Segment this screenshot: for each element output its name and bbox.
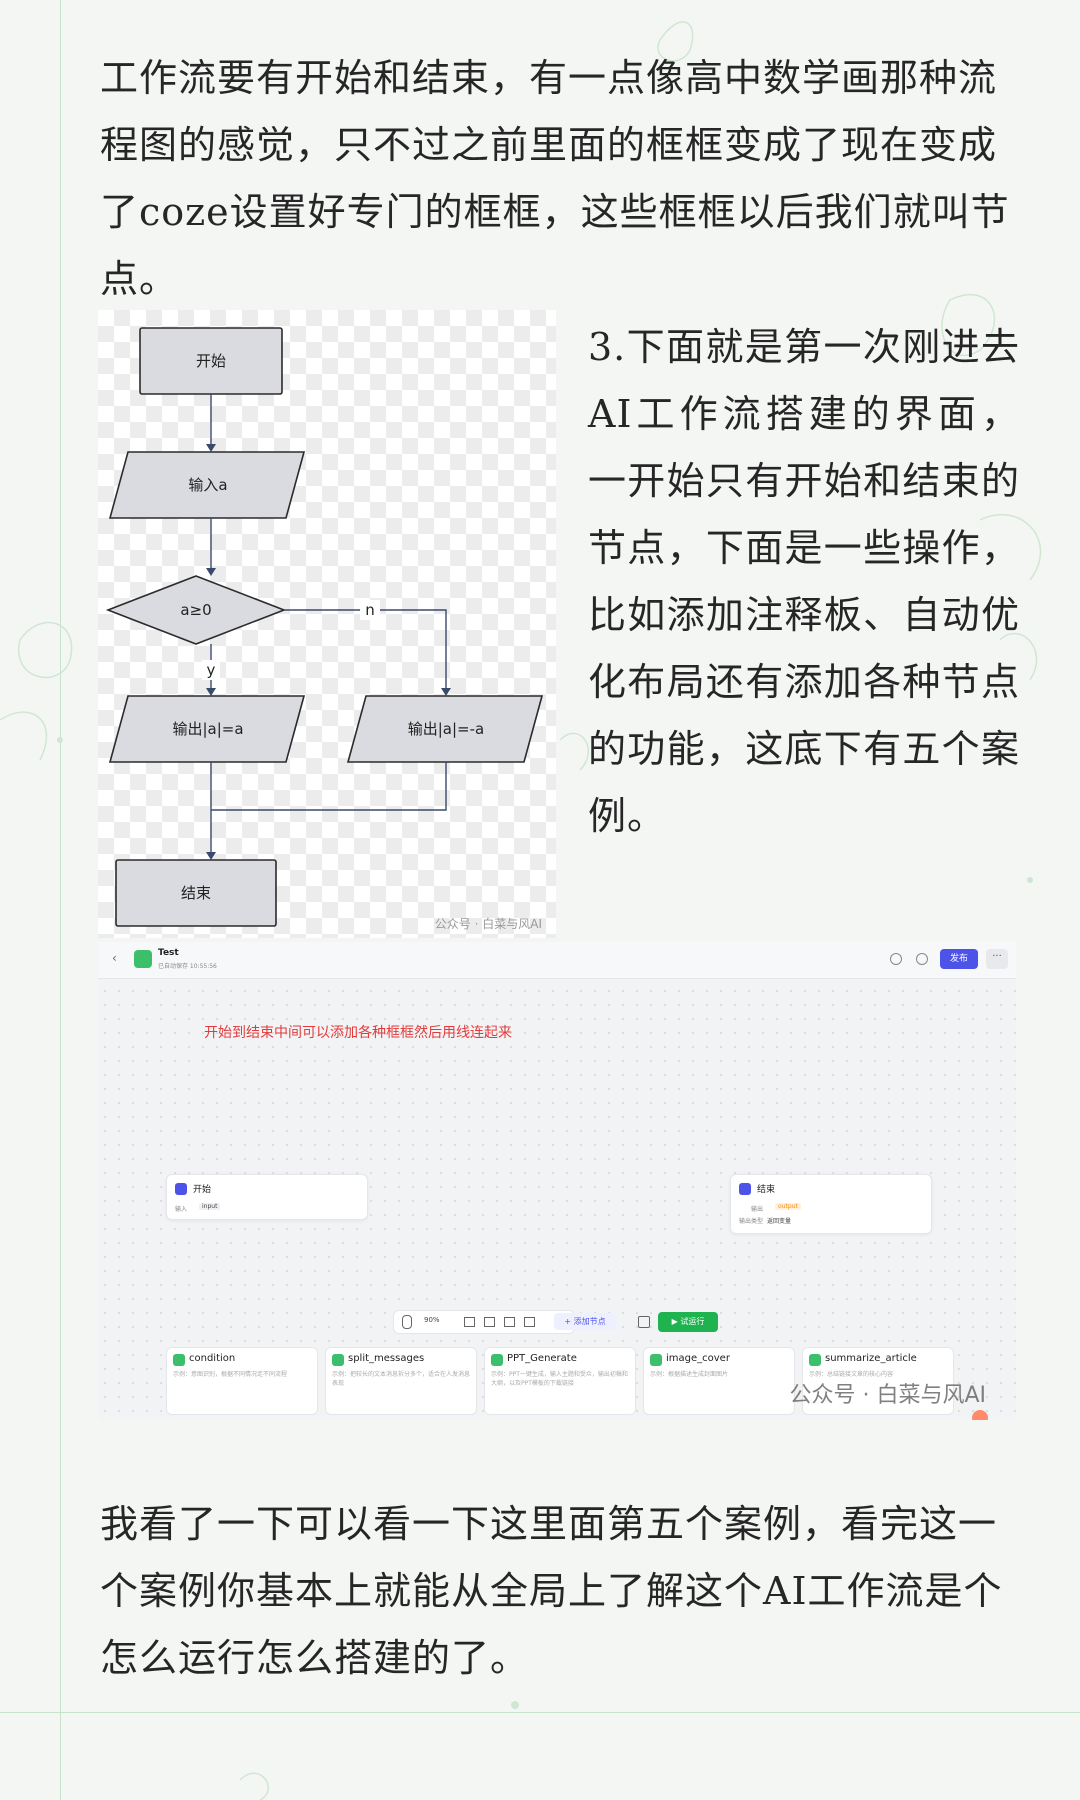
flowchart-output-pos-label: 输出|a|=a xyxy=(172,720,243,738)
paragraph-intro: 工作流要有开始和结束，有一点像高中数学画那种流程图的感觉，只不过之前里面的框框变… xyxy=(100,56,1010,301)
case-icon xyxy=(650,1354,662,1366)
flowchart-end-label: 结束 xyxy=(181,884,211,902)
flowchart-image: 开始 输入a a≥0 n y 输出|a|=a 输出|a|=-a 结束 公众号 ·… xyxy=(98,310,556,938)
start-node-input-label: 输入 xyxy=(175,1206,188,1213)
flowchart-condition-label: a≥0 xyxy=(180,601,211,619)
copy-icon[interactable] xyxy=(890,953,902,965)
case-card-condition[interactable]: condition 示例：意图识别，根据不同情况走不同流程 xyxy=(166,1347,318,1415)
case-desc: 示例：把较长的文本消息拆分多个，适合在人发消息表现 xyxy=(332,1371,470,1387)
case-title: PPT_Generate xyxy=(507,1353,577,1364)
flowchart-arrow xyxy=(211,762,447,811)
case-title: condition xyxy=(189,1353,236,1364)
paragraph-conclusion: 我看了一下可以看一下这里面第五个案例，看完这一个案例你基本上就能从全局上了解这个… xyxy=(100,1502,1003,1680)
flowchart-output-neg-label: 输出|a|=-a xyxy=(408,720,484,738)
more-button[interactable]: ··· xyxy=(986,949,1008,969)
end-node-type-value: 返回变量 xyxy=(767,1218,792,1225)
start-node[interactable]: 开始 输入 input xyxy=(166,1174,368,1220)
case-card-ppt-generate[interactable]: PPT_Generate 示例：PPT一键生成，输入主题和受众，输出初稿和大纲，… xyxy=(484,1347,636,1415)
flowchart-watermark: 公众号 · 白菜与风AI xyxy=(434,917,542,931)
end-node-title: 结束 xyxy=(757,1185,776,1195)
layout-icon[interactable] xyxy=(484,1317,495,1327)
end-node-type-label: 输出类型 xyxy=(739,1218,764,1225)
case-desc: 示例：根据描述生成封面图片 xyxy=(650,1371,729,1378)
decorative-horizontal-line xyxy=(0,1712,1080,1713)
start-node-input-value: input xyxy=(199,1203,221,1210)
end-node-icon xyxy=(739,1183,751,1195)
comment-icon[interactable] xyxy=(464,1317,475,1327)
case-card-image-cover[interactable]: image_cover 示例：根据描述生成封面图片 xyxy=(643,1347,795,1415)
canvas-annotation: 开始到结束中间可以添加各种框框然后用线连起来 xyxy=(204,1025,512,1041)
case-desc: 示例：意图识别，根据不同情况走不同流程 xyxy=(173,1371,288,1378)
start-node-icon xyxy=(175,1183,187,1195)
add-node-button[interactable]: + 添加节点 xyxy=(554,1313,616,1330)
end-node-output-label: 输出 xyxy=(751,1206,764,1213)
flowchart-input-box xyxy=(108,451,306,519)
flowchart-end-box xyxy=(115,859,277,927)
case-card-summarize-article[interactable]: summarize_article 示例：总结链接文章的核心内容 xyxy=(802,1347,954,1415)
flowchart-input-label: 输入a xyxy=(188,476,227,494)
flowchart-diagram: 开始 输入a a≥0 n y 输出|a|=a 输出|a|=-a 结束 xyxy=(105,327,544,927)
case-icon xyxy=(491,1354,503,1366)
case-title: split_messages xyxy=(348,1353,425,1364)
history-icon[interactable] xyxy=(916,953,928,965)
decorative-vertical-line xyxy=(60,0,61,1800)
paragraph-step3: 3.下面就是第一次刚进去AI工作流搭建的界面，一开始只有开始和结束的节点，下面是… xyxy=(588,325,1020,838)
back-icon[interactable]: ‹ xyxy=(112,951,117,965)
flowchart-start-label: 开始 xyxy=(196,352,226,370)
screenshot-watermark: 公众号 · 白菜与风AI xyxy=(789,1383,986,1408)
test-run-button[interactable]: ▶ 试运行 xyxy=(658,1312,718,1332)
case-card-split-messages[interactable]: split_messages 示例：把较长的文本消息拆分多个，适合在人发消息表现 xyxy=(325,1347,477,1415)
case-desc: 示例：PPT一键生成，输入主题和受众，输出初稿和大纲，以及PPT模板的下载链接 xyxy=(491,1371,628,1387)
minimap-icon[interactable] xyxy=(504,1317,515,1327)
publish-button[interactable]: 发布 xyxy=(940,949,978,969)
case-icon xyxy=(173,1354,185,1366)
editor-header: ‹ Test 已自动保存 10:55:56 发布 ··· xyxy=(98,942,1016,979)
assistant-avatar-icon[interactable] xyxy=(972,1410,988,1420)
workflow-logo-icon xyxy=(134,950,152,968)
flowchart-output-neg-box xyxy=(346,695,544,763)
flowchart-arrow xyxy=(284,609,447,692)
autosave-status: 已自动保存 10:55:56 xyxy=(158,963,217,970)
canvas-toolbar: 90% + 添加节点 xyxy=(393,1310,616,1334)
flowchart-branch-yes-label: y xyxy=(207,661,216,679)
workflow-editor-screenshot: ‹ Test 已自动保存 10:55:56 发布 ··· 开始到结束中间可以添加… xyxy=(98,942,1016,1420)
workflow-title: Test xyxy=(158,948,179,958)
debug-icon[interactable] xyxy=(638,1316,650,1328)
mouse-icon[interactable] xyxy=(402,1315,412,1329)
flowchart-condition-diamond xyxy=(105,575,287,645)
case-icon xyxy=(809,1354,821,1366)
case-desc: 示例：总结链接文章的核心内容 xyxy=(809,1371,894,1378)
start-node-title: 开始 xyxy=(193,1185,212,1195)
flowchart-branch-no-label: n xyxy=(365,601,375,619)
end-node-output-value: output xyxy=(775,1203,801,1210)
flowchart-output-pos-box xyxy=(108,695,306,763)
case-title: image_cover xyxy=(666,1353,730,1364)
fullscreen-icon[interactable] xyxy=(524,1317,535,1327)
zoom-level[interactable]: 90% xyxy=(424,1316,440,1324)
case-title: summarize_article xyxy=(825,1353,917,1364)
case-icon xyxy=(332,1354,344,1366)
end-node[interactable]: 结束 输出 output 输出类型 返回变量 xyxy=(730,1174,932,1234)
